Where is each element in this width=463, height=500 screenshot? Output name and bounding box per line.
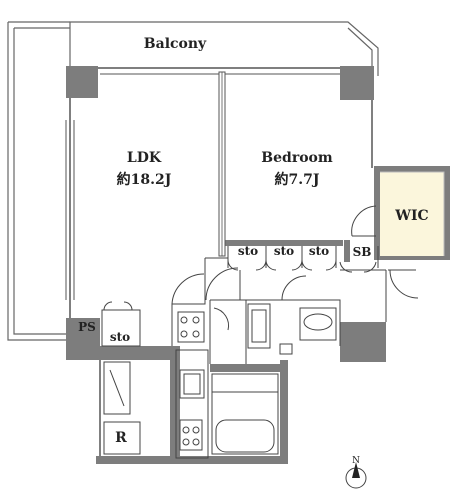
wic-room (351, 166, 450, 260)
sto-label-3: sto (309, 244, 329, 258)
entrance (101, 301, 141, 455)
refrigerator-label: R (115, 430, 127, 446)
interior-walls (171, 257, 419, 364)
structural-columns (66, 66, 386, 464)
bedroom-size-label: 約7.7J (275, 171, 320, 188)
ldk-size-label: 約18.2J (117, 171, 172, 188)
sto-label-1: sto (238, 244, 258, 258)
ldk-bedroom-partition (218, 71, 226, 257)
wic-label: WIC (394, 208, 428, 224)
bathroom-fixtures (177, 303, 337, 355)
ldk-label: LDK (127, 150, 162, 166)
sto-label-4: sto (110, 330, 130, 344)
storage-row (227, 246, 379, 273)
ps-label: PS (78, 320, 96, 334)
balcony-outline (7, 21, 379, 341)
bathtub (211, 373, 279, 455)
sb-label: SB (353, 245, 372, 259)
kitchen (175, 349, 209, 459)
sto-label-2: sto (274, 244, 294, 258)
north-label: N (352, 456, 360, 466)
balcony-label: Balcony (144, 36, 207, 52)
bedroom-label: Bedroom (261, 150, 333, 166)
north-arrow-icon: N (345, 456, 367, 489)
